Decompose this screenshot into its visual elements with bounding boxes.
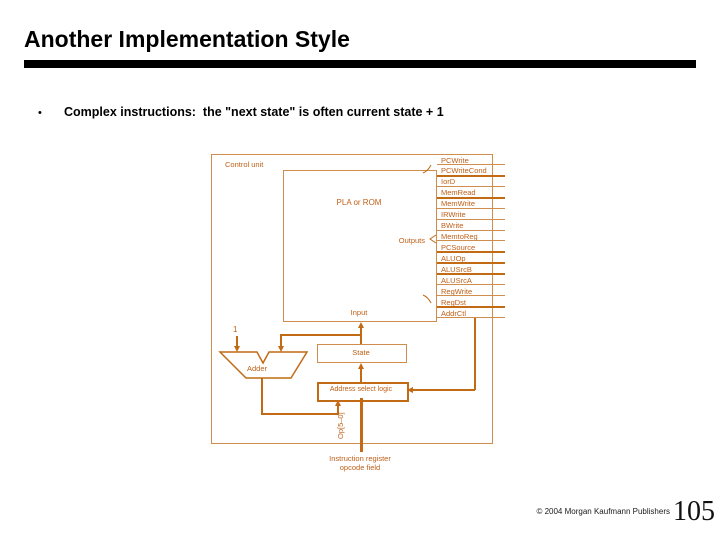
adder-output-wire-across (261, 413, 339, 415)
signal-label: IorD (441, 178, 455, 186)
signal-label: IRWrite (441, 211, 466, 219)
instruction-register-label: Instruction register opcode field (290, 455, 430, 472)
slide-title: Another Implementation Style (24, 26, 350, 53)
signal-label: RegWrite (441, 288, 472, 296)
signal-label: ALUSrcA (441, 277, 472, 285)
signal-label: PCSource (441, 244, 475, 252)
signal-label: PCWriteCond (441, 167, 487, 175)
signal-separator (437, 317, 505, 318)
state-branch-wire (280, 334, 361, 336)
signal-label: ALUOp (441, 255, 466, 263)
signal-separator (437, 230, 505, 231)
signal-separator (437, 240, 505, 241)
constant-one-wire (236, 336, 238, 346)
pla-rom-box (283, 170, 437, 322)
signal-separator (437, 208, 505, 209)
addrctl-wire-horizontal (413, 389, 475, 391)
addrselect-to-state-wire (360, 369, 362, 382)
signal-label: MemWrite (441, 200, 475, 208)
adder-constant-label: 1 (233, 325, 237, 334)
bullet-marker-icon: • (38, 107, 42, 119)
signal-separator (437, 284, 505, 285)
address-select-logic-label: Address select logic (317, 386, 405, 393)
signal-separator (437, 164, 505, 165)
adder-label: Adder (247, 364, 267, 373)
signal-separator (437, 295, 505, 296)
pla-input-label: Input (283, 308, 435, 317)
signal-separator (437, 306, 505, 308)
opcode-bus-label: Op[5–0] (336, 403, 350, 439)
signal-label: RegDst (441, 299, 466, 307)
signal-separator (437, 219, 505, 220)
addrctl-wire-vertical (474, 318, 476, 390)
state-register-label: State (317, 348, 405, 357)
bullet-text: Complex instructions: the "next state" i… (64, 105, 444, 119)
state-to-pla-wire (360, 328, 362, 344)
opcode-bus-wire (360, 398, 363, 452)
pla-rom-label: PLA or ROM (283, 198, 435, 207)
signal-label: MemtoReg (441, 233, 478, 241)
signal-separator (437, 186, 505, 187)
page-number: 105 (673, 496, 715, 528)
signal-separator (437, 273, 505, 275)
branch-to-adder-wire (280, 334, 282, 346)
signal-label: PCWrite (441, 157, 469, 165)
brace-tick-bottom-icon (421, 293, 433, 305)
brace-tick-top-icon (421, 163, 433, 175)
signal-label: ALUSrcB (441, 266, 472, 274)
signal-label: BWrite (441, 222, 463, 230)
title-rule (24, 60, 696, 68)
signal-label: MemRead (441, 189, 476, 197)
signal-label: AddrCtl (441, 310, 466, 318)
adder-output-wire-down (261, 378, 263, 415)
instruction-register-label-line2: opcode field (290, 464, 430, 473)
outputs-label: Outputs (380, 236, 425, 245)
control-unit-label: Control unit (225, 160, 263, 169)
copyright-text: © 2004 Morgan Kaufmann Publishers (430, 507, 670, 516)
